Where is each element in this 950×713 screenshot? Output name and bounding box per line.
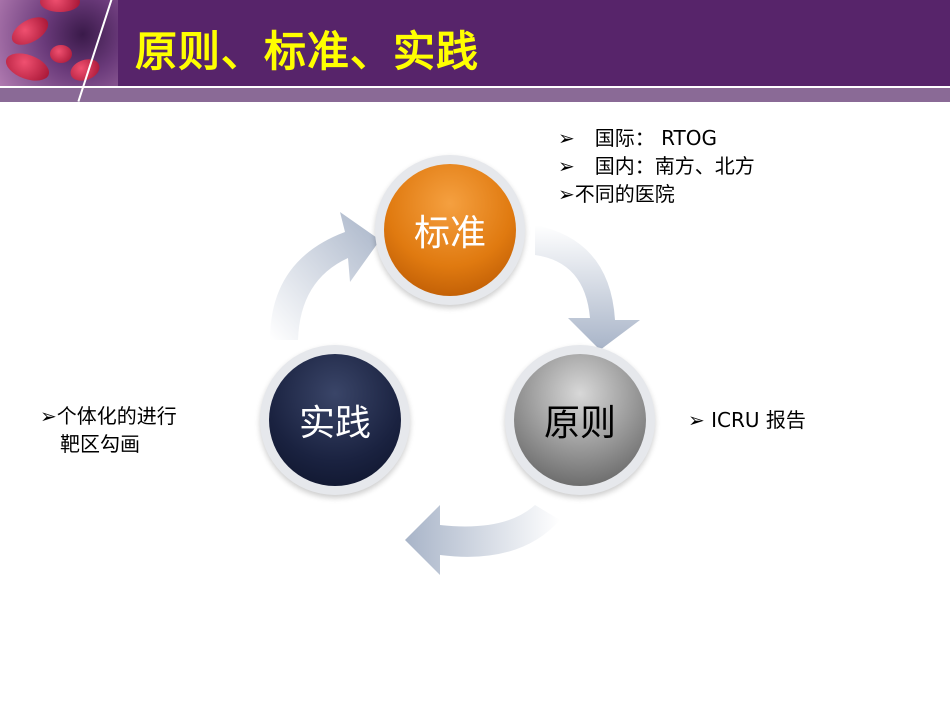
header-stripe — [0, 88, 950, 102]
note-domestic: ➢ 国内：南方、北方 — [558, 154, 755, 178]
slide-title: 原则、标准、实践 — [135, 27, 480, 76]
practice-note-line1: ➢个体化的进行 — [40, 404, 177, 428]
arrow-top-to-right — [535, 225, 640, 350]
header-bar — [0, 0, 950, 86]
practice-note-line2: 靶区勾画 — [40, 432, 140, 456]
practice-node: 实践 — [260, 345, 410, 495]
note-hospitals: ➢不同的医院 — [558, 182, 675, 206]
standard-node: 标准 — [375, 155, 525, 305]
principle-note: ➢ ICRU 报告 — [688, 408, 806, 432]
practice-label: 实践 — [269, 354, 401, 486]
standard-label: 标准 — [384, 164, 516, 296]
principle-node: 原则 — [505, 345, 655, 495]
standard-notes: ➢ 国际： RTOG ➢ 国内：南方、北方 ➢不同的医院 — [558, 124, 755, 208]
principle-label: 原则 — [514, 354, 646, 486]
arrow-left-to-top — [270, 212, 380, 340]
note-international: ➢ 国际： RTOG — [558, 126, 718, 150]
practice-note: ➢个体化的进行 靶区勾画 — [40, 402, 177, 458]
arrow-right-to-left — [405, 505, 560, 575]
